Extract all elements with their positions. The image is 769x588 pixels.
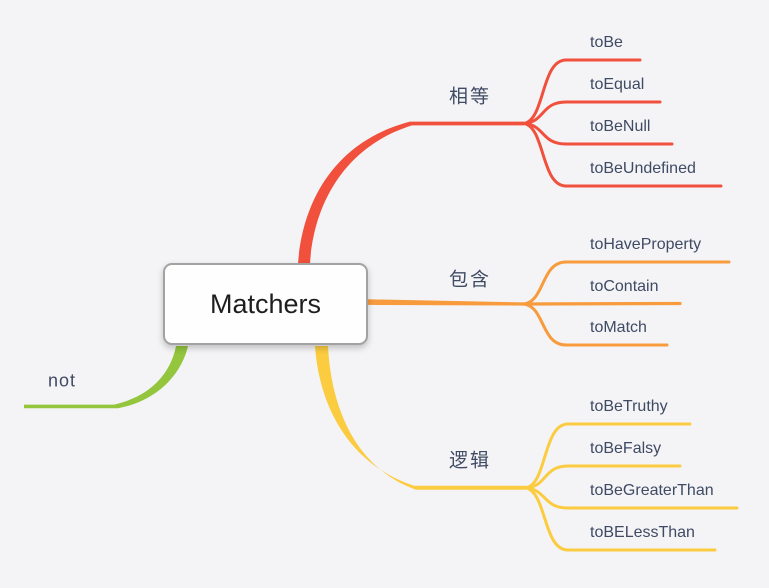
branch-trunk-not: [24, 346, 188, 409]
branch-line-tobe: [522, 58, 642, 125]
topic-logic[interactable]: 逻辑: [449, 450, 492, 472]
branch-line-tobetruthy: [524, 422, 692, 490]
root-topic-matchers[interactable]: Matchers: [163, 263, 368, 345]
branch-line-tobelessthan: [524, 486, 717, 552]
topic-tobeundefined[interactable]: toBeUndefined: [590, 160, 696, 177]
branch-line-tobenull: [522, 122, 674, 146]
branch-line-tobefalsy: [524, 464, 682, 490]
branch-line-tocontain: [522, 301, 682, 306]
topic-tobefalsy[interactable]: toBeFalsy: [590, 440, 662, 457]
root-topic-label: Matchers: [209, 288, 322, 319]
topic-tocontain[interactable]: toContain: [590, 278, 659, 295]
topic-tomatch[interactable]: toMatch: [590, 319, 647, 336]
branch-line-tohaveproperty: [522, 260, 731, 306]
topic-tobetruthy[interactable]: toBeTruthy: [590, 398, 668, 415]
topic-not[interactable]: not: [48, 370, 77, 391]
branch-line-toequal: [522, 100, 662, 125]
topic-tohaveproperty[interactable]: toHaveProperty: [590, 236, 702, 253]
topic-contain[interactable]: 包含: [449, 269, 492, 291]
branch-line-tobegreaterthan: [524, 486, 739, 510]
topic-tobegreaterthan[interactable]: toBeGreaterThan: [590, 482, 714, 499]
branch-trunk-contain: [368, 299, 524, 306]
branch-trunk-logic: [315, 346, 526, 490]
branch-line-tomatch: [522, 302, 669, 347]
branch-line-tobeundefined: [522, 122, 723, 188]
topic-tobenull[interactable]: toBeNull: [590, 118, 651, 135]
topic-tobelessthan[interactable]: toBELessThan: [590, 524, 695, 541]
branch-trunk-equal: [298, 121, 524, 264]
topic-equal[interactable]: 相等: [449, 86, 492, 108]
topic-tobe[interactable]: toBe: [590, 34, 623, 51]
topic-toequal[interactable]: toEqual: [590, 76, 645, 93]
